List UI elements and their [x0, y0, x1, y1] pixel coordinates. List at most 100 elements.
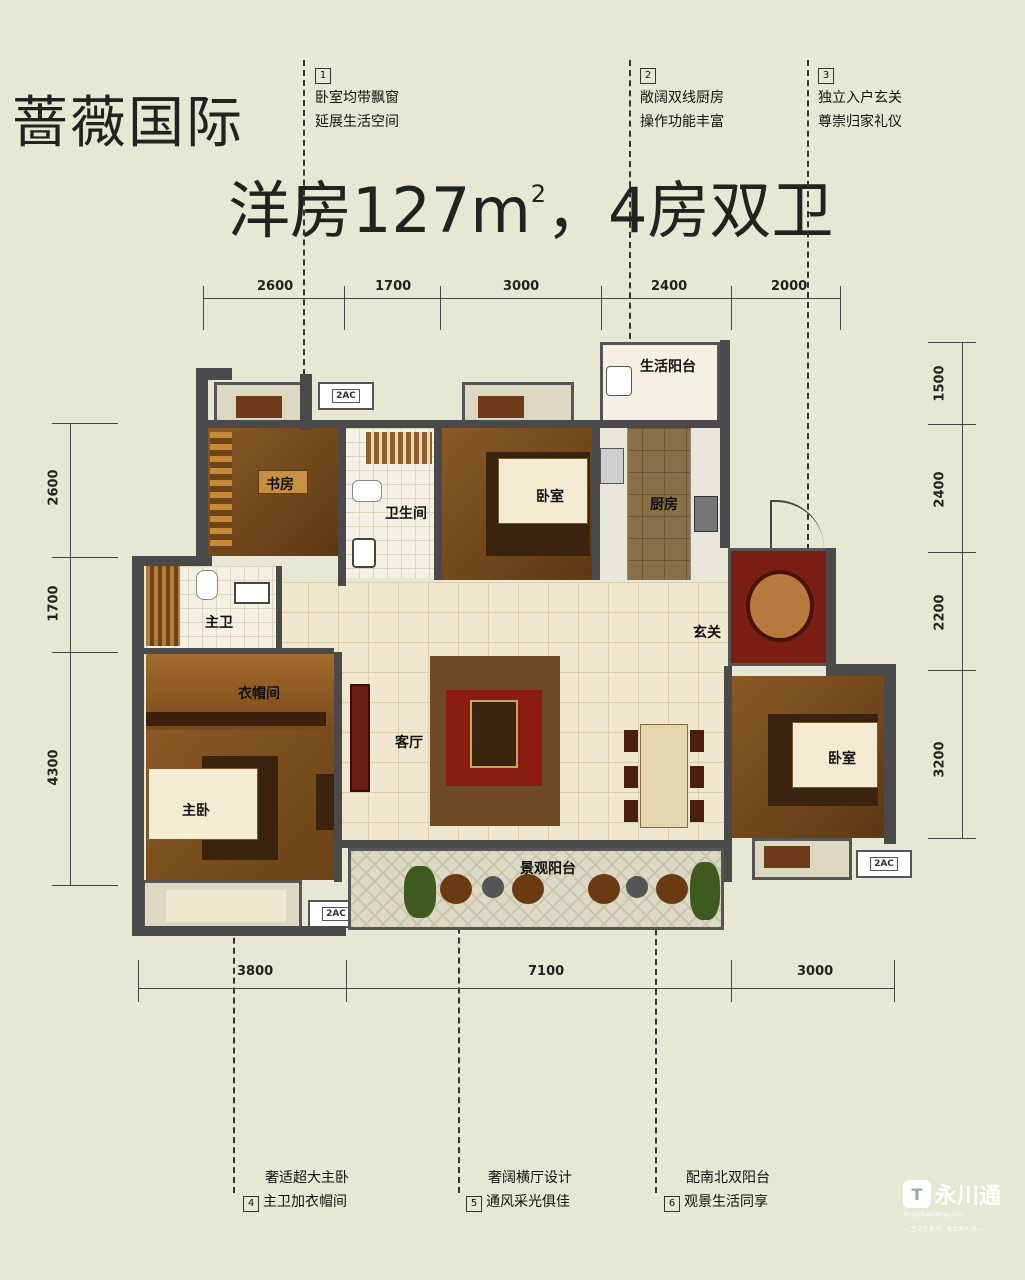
feature-line1: 卧室均带飘窗 — [315, 90, 399, 106]
feature-line1: 奢阔横厅设计 — [488, 1170, 572, 1186]
dining-chair — [624, 766, 638, 788]
wall — [342, 840, 726, 848]
balcony-plant — [404, 866, 436, 918]
master-bath-shower — [146, 566, 180, 646]
feature-num: 1 — [315, 68, 331, 84]
ac-label: 2AC — [332, 389, 360, 403]
study-desk — [258, 470, 308, 494]
label-bedroom-north: 卧室 — [536, 489, 564, 505]
feature-num: 5 — [466, 1196, 482, 1212]
dim-tick — [346, 960, 347, 1002]
label-master-bedroom: 主卧 — [182, 803, 210, 819]
wall — [208, 420, 436, 428]
label-view-balcony: 景观阳台 — [520, 861, 576, 877]
dim-tick — [928, 342, 976, 343]
watermark-logo: T 永川通 Yongchuantong.com — 生活在永川 · 爱上永川通 … — [903, 1178, 1013, 1233]
feature-line2: 通风采光俱佳 — [486, 1194, 570, 1210]
washing-machine — [606, 366, 632, 396]
tv-cabinet — [350, 684, 370, 792]
wall — [300, 374, 312, 430]
foyer-rug-area — [728, 548, 832, 666]
wall — [434, 420, 728, 428]
wall — [434, 420, 442, 580]
dim-tick — [731, 960, 732, 1002]
logo-icon: T — [903, 1180, 931, 1208]
logo-domain: Yongchuantong.com — [903, 1211, 964, 1218]
feature-num: 4 — [243, 1196, 259, 1212]
dim-top-2: 1700 — [375, 279, 412, 294]
feature-3: 3 独立入户玄关 尊崇归家礼仪 — [818, 62, 902, 134]
headline-prefix: 洋房127m — [228, 174, 531, 247]
bath-sink — [352, 538, 376, 568]
dim-line-top — [203, 298, 841, 299]
master-bed — [148, 768, 258, 840]
foyer-rug-medallion — [746, 570, 814, 642]
wall — [132, 556, 144, 936]
ac-label: 2AC — [322, 907, 350, 921]
bay-cushion — [478, 396, 524, 418]
dim-tick — [928, 424, 976, 425]
balcony-plant — [690, 862, 720, 920]
label-bedroom-east: 卧室 — [828, 751, 856, 767]
wall — [334, 652, 342, 882]
feature-line2: 尊崇归家礼仪 — [818, 114, 902, 130]
dim-top-3: 3000 — [503, 279, 540, 294]
feature-line2: 操作功能丰富 — [640, 114, 724, 130]
dim-tick — [928, 670, 976, 671]
dim-bottom-2: 7100 — [528, 964, 565, 979]
headline-suffix: ，4房双卫 — [546, 174, 834, 247]
wall — [826, 548, 836, 676]
feature-num: 3 — [818, 68, 834, 84]
master-bath-toilet — [196, 570, 218, 600]
closet-rail — [146, 712, 326, 726]
ac-unit-north-1: 2AC — [318, 382, 374, 410]
ac-unit-south-2: 2AC — [856, 850, 912, 878]
dim-tick — [52, 557, 118, 558]
label-foyer: 玄关 — [693, 625, 721, 641]
callout-line-3 — [807, 60, 809, 550]
balcony-chair — [512, 874, 544, 904]
label-study: 书房 — [266, 477, 294, 493]
feature-line1: 独立入户玄关 — [818, 90, 902, 106]
dim-tick — [731, 286, 732, 330]
brand-title: 蔷薇国际 — [12, 91, 244, 156]
feature-line1: 奢适超大主卧 — [265, 1170, 349, 1186]
bay-cushion — [764, 846, 810, 868]
bath-toilet — [352, 480, 382, 502]
feature-1: 1 卧室均带飘窗 延展生活空间 — [315, 62, 399, 134]
label-living: 客厅 — [395, 735, 423, 751]
callout-line-1 — [303, 60, 305, 415]
wall — [592, 420, 600, 580]
logo-name: 永川通 — [935, 1184, 1002, 1209]
feature-line2: 延展生活空间 — [315, 114, 399, 130]
wall — [720, 340, 730, 548]
dim-tick — [601, 286, 602, 330]
balcony-stool — [482, 876, 504, 898]
master-tv-cabinet — [316, 774, 334, 830]
master-bath-sink — [234, 582, 270, 604]
wall — [724, 666, 732, 882]
dim-bottom-3: 3000 — [797, 964, 834, 979]
callout-line-6 — [655, 860, 657, 1193]
dim-tick — [344, 286, 345, 330]
dim-tick — [894, 960, 895, 1002]
dim-top-1: 2600 — [257, 279, 294, 294]
dim-line-right — [962, 342, 963, 838]
coffee-table — [470, 700, 518, 768]
balcony-stool — [626, 876, 648, 898]
wall — [132, 556, 212, 566]
headline: 洋房127m2，4房双卫 — [228, 160, 833, 250]
wall — [132, 926, 346, 936]
dim-tick — [440, 286, 441, 330]
dim-top-5: 2000 — [771, 279, 808, 294]
dim-tick — [840, 286, 841, 330]
callout-line-5 — [458, 808, 460, 1193]
dim-tick — [203, 286, 204, 330]
label-master-bath: 主卫 — [205, 615, 233, 631]
wall — [144, 648, 334, 654]
kitchen-sink — [600, 448, 624, 484]
callout-line-2 — [629, 60, 631, 440]
